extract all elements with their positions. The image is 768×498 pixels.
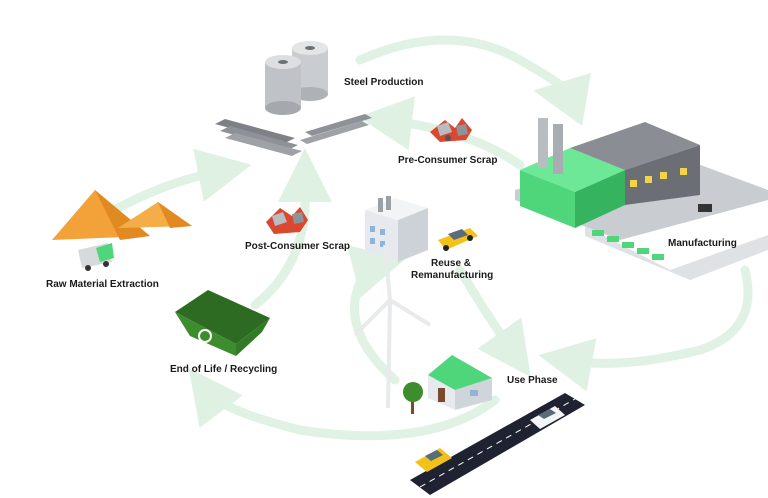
factory-icon (515, 118, 768, 280)
pre-consumer-scrap-icon (430, 118, 472, 142)
reuse-label-line2: Remanufacturing (411, 270, 494, 281)
steel-production-label: Steel Production (344, 77, 424, 88)
post-consumer-scrap-label: Post-Consumer Scrap (245, 241, 351, 252)
arrow-eol-to-steel (250, 148, 332, 310)
wind-turbine-icon (353, 244, 432, 408)
raw-material-extraction-label: Raw Material Extraction (46, 279, 159, 290)
arrow-steel-to-manufacturing (355, 35, 592, 127)
reuse-label-line1: Reuse & (430, 258, 471, 269)
sand-piles-icon (52, 190, 192, 240)
use-phase-label: Use Phase (507, 375, 558, 386)
car-yellow-icon (415, 448, 452, 472)
end-of-life-recycling-label: End of Life / Recycling (170, 364, 278, 375)
car-white-icon (530, 406, 565, 429)
arrow-manufacturing-to-use (538, 265, 753, 392)
road-icon (410, 393, 585, 495)
mining-truck-icon (78, 243, 114, 271)
arrow-use-to-reuse (347, 245, 407, 385)
arrow-reuse-to-use (455, 265, 531, 377)
manufacturing-label: Manufacturing (668, 238, 737, 249)
steel-beams-icon (215, 114, 372, 156)
steel-coils-icon (265, 41, 328, 115)
arrow-use-to-eol (188, 368, 500, 441)
house-icon (428, 355, 492, 410)
recycling-skip-icon (175, 290, 270, 356)
post-consumer-scrap-icon (266, 207, 308, 234)
reuse-label: Reuse & Remanufacturing (411, 258, 494, 282)
tree-icon (403, 382, 423, 414)
pre-consumer-scrap-label: Pre-Consumer Scrap (398, 155, 498, 166)
reuse-building-icon (365, 196, 428, 262)
reuse-car-icon (438, 228, 478, 251)
